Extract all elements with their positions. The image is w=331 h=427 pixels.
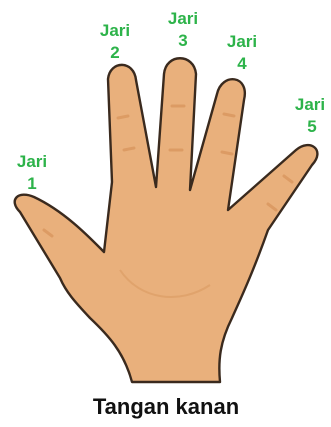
finger-label-3-number: 3 bbox=[178, 31, 187, 50]
finger-label-4-number: 4 bbox=[237, 54, 247, 73]
caption-title: Tangan kanan bbox=[93, 394, 239, 419]
finger-label-1-word: Jari bbox=[17, 152, 47, 171]
finger-label-2: Jari 2 bbox=[100, 21, 130, 62]
finger-label-2-word: Jari bbox=[100, 21, 130, 40]
finger-label-5-word: Jari bbox=[295, 95, 325, 114]
finger-label-4-word: Jari bbox=[227, 32, 257, 51]
finger-label-3: Jari 3 bbox=[168, 9, 198, 50]
finger-label-5-number: 5 bbox=[307, 117, 316, 136]
finger-label-4: Jari 4 bbox=[227, 32, 257, 73]
right-hand-shape bbox=[15, 58, 318, 382]
finger-label-5: Jari 5 bbox=[295, 95, 325, 136]
hand-illustration bbox=[15, 58, 318, 382]
finger-label-1-number: 1 bbox=[27, 174, 36, 193]
finger-label-3-word: Jari bbox=[168, 9, 198, 28]
finger-label-1: Jari 1 bbox=[17, 152, 47, 193]
finger-label-2-number: 2 bbox=[110, 43, 119, 62]
